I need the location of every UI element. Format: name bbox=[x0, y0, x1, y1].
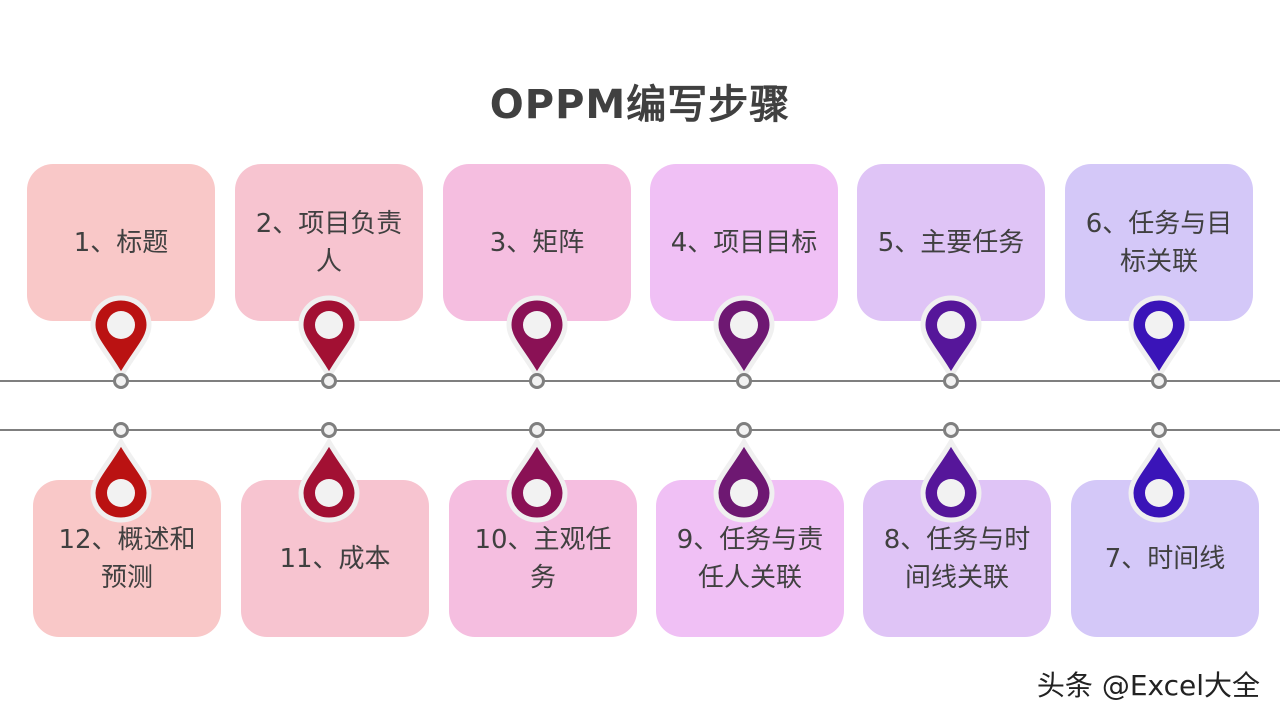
top-step-box: 4、项目目标 bbox=[650, 164, 838, 321]
map-pin-icon bbox=[916, 436, 986, 526]
bottom-step-box: 8、任务与时间线关联 bbox=[863, 480, 1051, 637]
top-step-box: 1、标题 bbox=[27, 164, 215, 321]
timeline-node bbox=[321, 422, 337, 438]
map-pin-icon bbox=[709, 436, 779, 526]
map-pin-icon bbox=[502, 436, 572, 526]
timeline-node bbox=[113, 373, 129, 389]
step-label: 12、概述和预测 bbox=[58, 524, 196, 593]
step-label: 2、项目负责人 bbox=[255, 208, 403, 277]
step-label: 3、矩阵 bbox=[489, 227, 585, 258]
step-label: 8、任务与时间线关联 bbox=[883, 524, 1031, 593]
timeline-node bbox=[1151, 373, 1167, 389]
map-pin-icon bbox=[916, 292, 986, 382]
bottom-step-box: 9、任务与责任人关联 bbox=[656, 480, 844, 637]
step-label: 4、项目目标 bbox=[670, 227, 818, 258]
top-step-box: 6、任务与目标关联 bbox=[1065, 164, 1253, 321]
top-step-box: 3、矩阵 bbox=[443, 164, 631, 321]
step-label: 10、主观任务 bbox=[474, 524, 612, 593]
bottom-step-box: 10、主观任务 bbox=[449, 480, 637, 637]
timeline-top-line bbox=[0, 380, 1280, 382]
timeline-node bbox=[943, 422, 959, 438]
step-label: 5、主要任务 bbox=[877, 227, 1025, 258]
timeline-bottom-line bbox=[0, 429, 1280, 431]
map-pin-icon bbox=[709, 292, 779, 382]
step-label: 7、时间线 bbox=[1104, 543, 1226, 574]
map-pin-icon bbox=[86, 292, 156, 382]
top-step-box: 5、主要任务 bbox=[857, 164, 1045, 321]
map-pin-icon bbox=[1124, 292, 1194, 382]
timeline-node bbox=[1151, 422, 1167, 438]
timeline-node bbox=[529, 373, 545, 389]
timeline-node bbox=[943, 373, 959, 389]
map-pin-icon bbox=[294, 436, 364, 526]
step-label: 1、标题 bbox=[73, 227, 169, 258]
timeline-node bbox=[113, 422, 129, 438]
watermark: 头条 @Excel大全 bbox=[1036, 669, 1260, 702]
timeline-node bbox=[736, 373, 752, 389]
map-pin-icon bbox=[294, 292, 364, 382]
map-pin-icon bbox=[1124, 436, 1194, 526]
page-title: OPPM编写步骤 bbox=[489, 82, 791, 128]
timeline-node bbox=[736, 422, 752, 438]
map-pin-icon bbox=[86, 436, 156, 526]
top-step-box: 2、项目负责人 bbox=[235, 164, 423, 321]
step-label: 11、成本 bbox=[279, 543, 391, 574]
timeline-node bbox=[529, 422, 545, 438]
step-label: 6、任务与目标关联 bbox=[1085, 208, 1233, 277]
timeline-node bbox=[321, 373, 337, 389]
map-pin-icon bbox=[502, 292, 572, 382]
step-label: 9、任务与责任人关联 bbox=[676, 524, 824, 593]
